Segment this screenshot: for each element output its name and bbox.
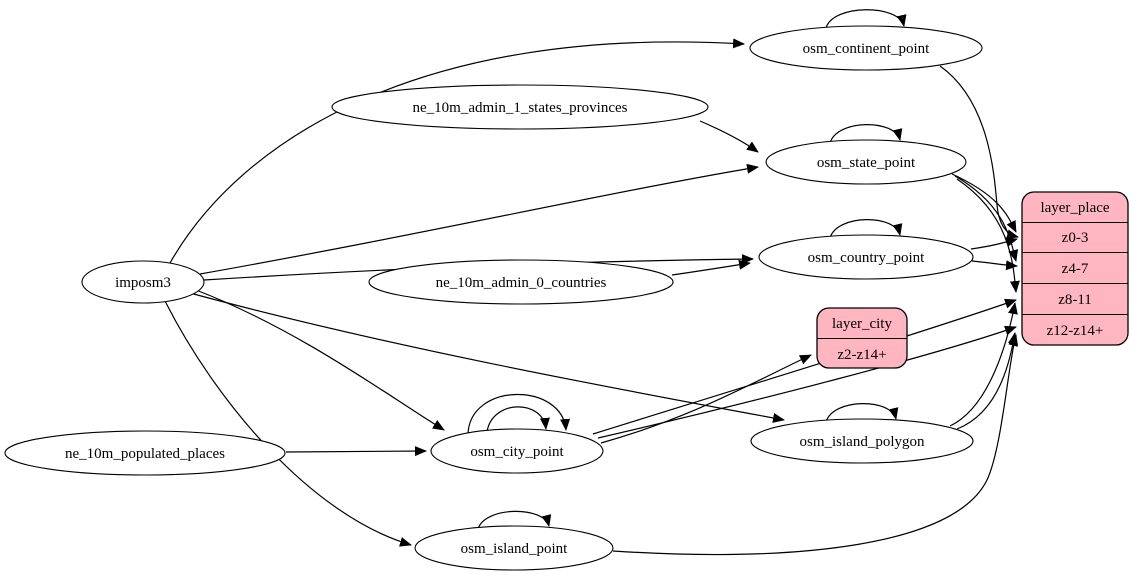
node-ne_10m_admin_0_countries: ne_10m_admin_0_countries: [368, 259, 674, 305]
layer_place-box: [1021, 191, 1129, 346]
edge-imposm3-osm_continent_point: [169, 38, 745, 264]
osm_city_point-shape: [430, 428, 604, 474]
imposm3-label: imposm3: [115, 275, 171, 291]
layer_place-row-z8-11: z8-11: [1058, 292, 1092, 308]
node-ne_10m_populated_places: ne_10m_populated_places: [4, 430, 286, 476]
edge-osm_state_point-layer_place-z8-11: [956, 178, 1020, 293]
node-osm_continent_point: osm_continent_point: [749, 25, 983, 71]
edge-imposm3-osm_island_polygon: [189, 292, 785, 423]
edge-self-osm_island_point: [477, 510, 552, 530]
edge-ne_10m_admin_1_states_provinces-osm_state_point: [699, 120, 759, 153]
osm_state_point-shape: [765, 139, 967, 185]
layer_city-row-z2-z14: z2-z14+: [837, 347, 886, 363]
edge-osm_city_point-layer_city-z2-z14: [600, 354, 812, 444]
imposm3-shape: [81, 260, 205, 304]
osm_island_point-shape: [414, 525, 614, 571]
layer_place-row-z0-3: z0-3: [1062, 230, 1089, 246]
osm_island_polygon-label: osm_island_polygon: [799, 434, 925, 450]
osm_country_point-shape: [758, 234, 974, 280]
edge-osm_island_point-layer_place-z12-z14: [612, 334, 1019, 556]
edge-osm_state_point-layer_place-z0-3: [951, 173, 1017, 233]
edge-imposm3-osm_state_point: [199, 163, 759, 275]
node-osm_city_point: osm_city_point: [430, 428, 604, 474]
ne_10m_populated_places-label: ne_10m_populated_places: [65, 446, 225, 462]
layer_place-row-z12-z14: z12-z14+: [1047, 323, 1104, 339]
layer_place-title: layer_place: [1040, 200, 1109, 216]
edge-osm_country_point-layer_place-z4-7: [971, 260, 1018, 271]
node-ne_10m_admin_1_states_provinces: ne_10m_admin_1_states_provinces: [331, 84, 709, 130]
osm_city_point-label: osm_city_point: [470, 444, 564, 460]
node-osm_island_point: osm_island_point: [414, 525, 614, 571]
ne_10m_admin_1_states_provinces-label: ne_10m_admin_1_states_provinces: [413, 100, 628, 116]
edge-self-osm_country_point: [829, 219, 903, 239]
node-osm_state_point: osm_state_point: [765, 139, 967, 185]
osm_country_point-label: osm_country_point: [808, 250, 925, 266]
edge-self-osm_city_point-inner: [486, 406, 550, 433]
edge-self-osm_island_polygon: [825, 403, 899, 423]
edge-osm_island_polygon-layer_place-z8-11: [949, 302, 1018, 427]
edge-osm_state_point-layer_place-z4-7: [954, 175, 1019, 262]
node-osm_island_polygon: osm_island_polygon: [750, 418, 974, 464]
edge-osm_city_point-layer_place-z12-z14: [597, 325, 1017, 439]
edge-imposm3-osm_city_point: [195, 289, 445, 431]
node-imposm3: imposm3: [81, 260, 205, 304]
layer_city-title: layer_city: [832, 316, 892, 332]
osm_island_point-label: osm_island_point: [461, 541, 569, 557]
ne_10m_admin_0_countries-shape: [368, 259, 674, 305]
edge-self-osm_state_point: [829, 124, 903, 144]
edge-self-osm_city_point-outer: [467, 393, 571, 435]
layer_place-row-z4-7: z4-7: [1062, 261, 1089, 277]
record-layer_city: layer_city z2-z14+: [816, 307, 908, 369]
osm_continent_point-label: osm_continent_point: [803, 41, 930, 57]
node-osm_country_point: osm_country_point: [758, 234, 974, 280]
ne_10m_admin_1_states_provinces-shape: [331, 84, 709, 130]
edge-imposm3-osm_island_point: [164, 300, 412, 547]
osm_state_point-label: osm_state_point: [817, 155, 916, 171]
osm_island_polygon-shape: [750, 418, 974, 464]
edge-self-osm_continent_point: [825, 9, 907, 29]
edge-osm_country_point-layer_place-z0-3: [970, 237, 1018, 250]
ne_10m_populated_places-shape: [4, 430, 286, 476]
osm_continent_point-shape: [749, 25, 983, 71]
edge-ne_10m_populated_places-osm_city_point: [285, 446, 427, 457]
edge-ne_10m_admin_0_countries-osm_country_point: [671, 259, 751, 276]
edge-osm_city_point-layer_place-z8-11: [592, 298, 1017, 435]
ne_10m_admin_0_countries-label: ne_10m_admin_0_countries: [436, 275, 607, 291]
record-layer_place: layer_place z0-3 z4-7 z8-11 z12-z14+: [1021, 191, 1129, 346]
